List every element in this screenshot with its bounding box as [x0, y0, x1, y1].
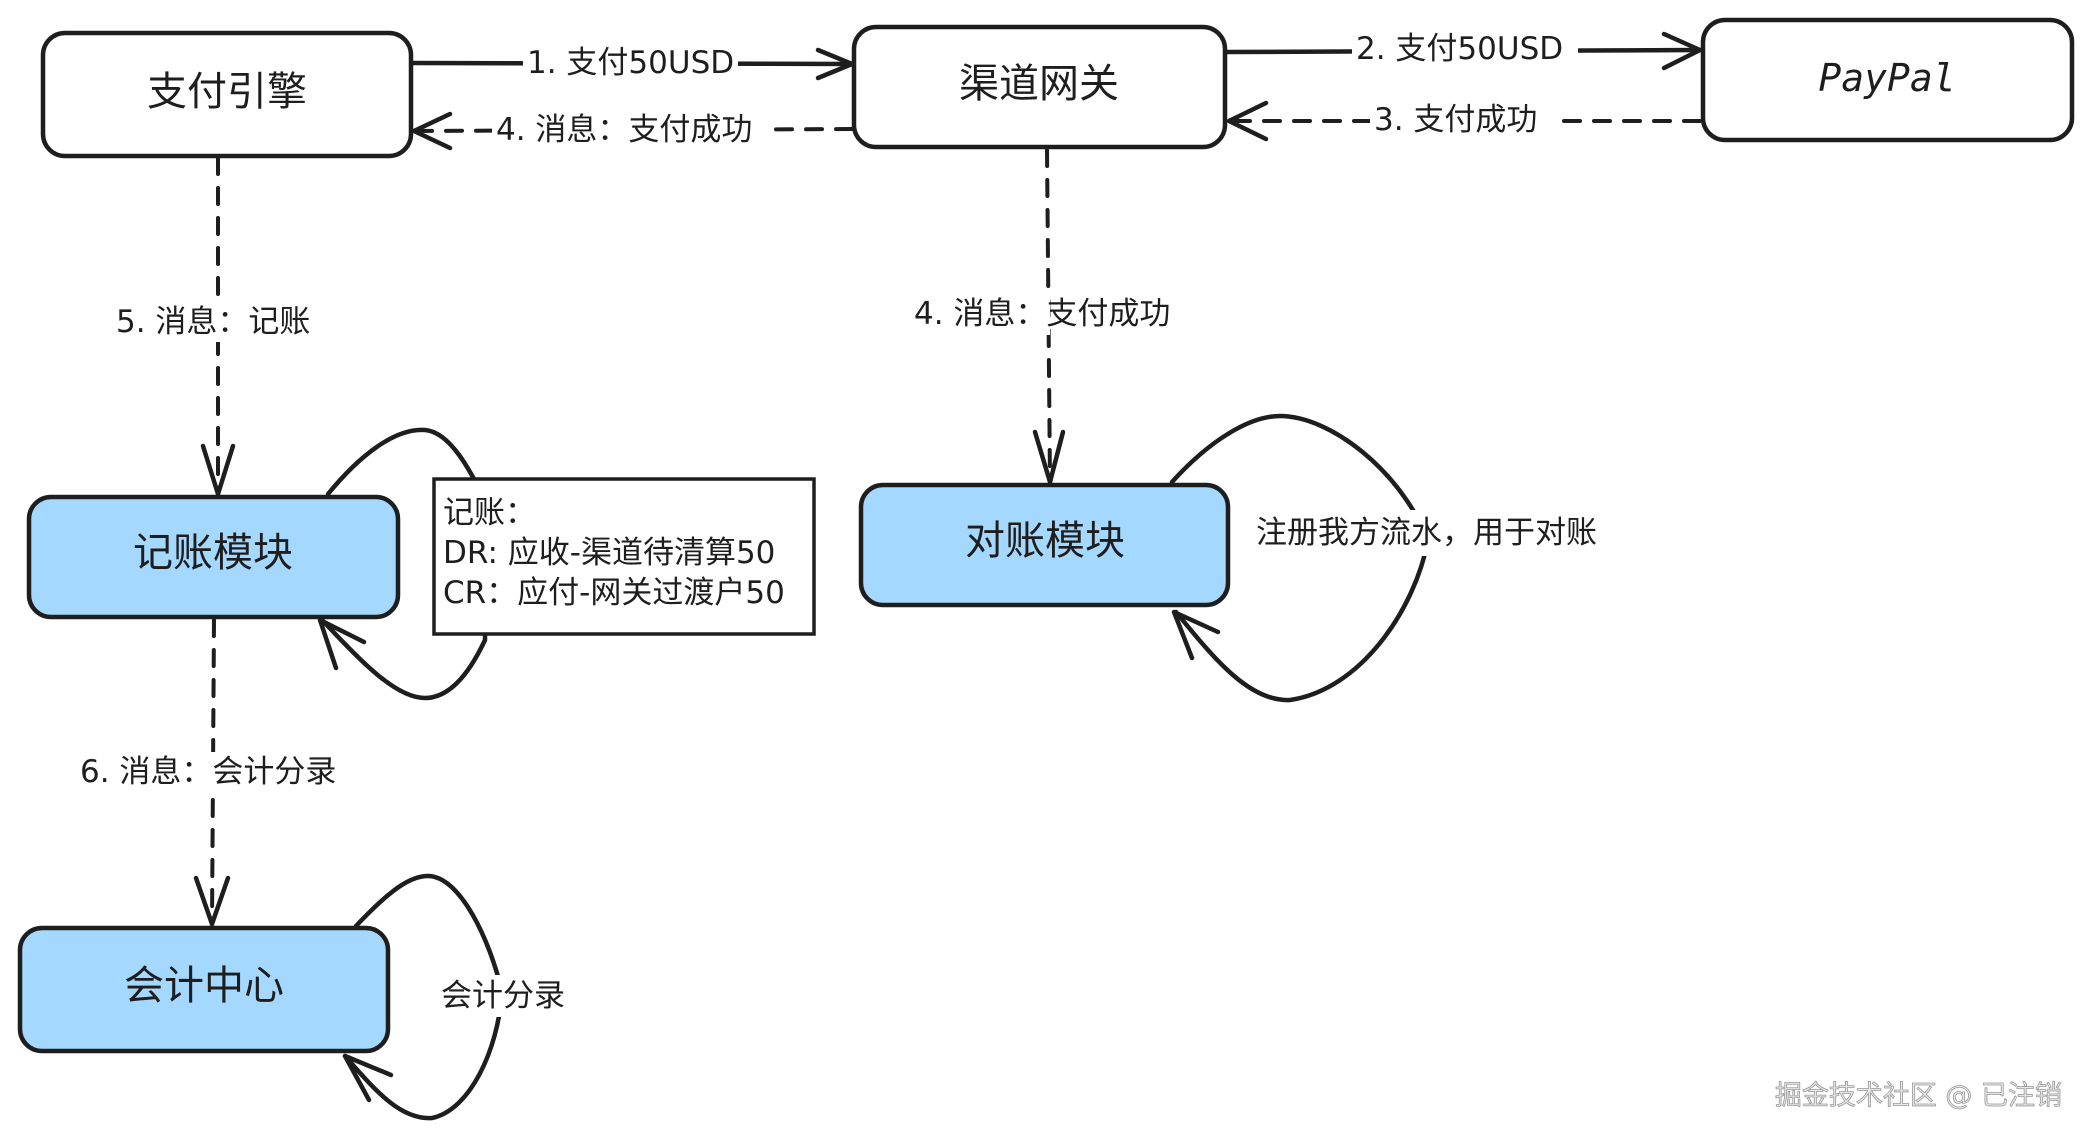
- label-background: [112, 302, 322, 342]
- arrowhead-icon: [193, 875, 231, 927]
- edge-engine-to-accounting: 5. 消息：记账: [112, 156, 322, 497]
- note-line-credit: CR：应付-网关过渡户50: [443, 575, 785, 611]
- journal-entry-note: 记账： DR: 应收-渠道待清算50 CR：应付-网关过渡户50: [432, 477, 816, 636]
- node-box: [1700, 17, 2075, 143]
- arrowhead-icon: [411, 111, 453, 151]
- node-label: 会计中心: [124, 963, 284, 1009]
- label-background: [910, 293, 1050, 335]
- label-background: [523, 44, 738, 84]
- edge-accounting-to-center: 6. 消息：会计分录: [76, 618, 356, 927]
- label-background: [1054, 293, 1190, 335]
- node-box: [17, 925, 391, 1054]
- arrowhead-icon: [1226, 100, 1269, 142]
- label-background: [1352, 30, 1578, 70]
- note-box: [432, 477, 816, 636]
- edge-label: 4. 消息：支付成功: [914, 296, 1170, 332]
- note-line-title: 记账：: [443, 495, 536, 531]
- watermark: 掘金技术社区 @ 已注销: [1775, 1081, 2062, 1112]
- edge-label: 5. 消息：记账: [116, 304, 310, 340]
- edge-center-self-loop: 会计分录: [342, 873, 571, 1121]
- edge-label: 3. 支付成功: [1374, 102, 1537, 138]
- node-channel-gateway[interactable]: 渠道网关: [851, 24, 1228, 150]
- node-paypal[interactable]: PayPal: [1700, 17, 2075, 143]
- node-label: 记账模块: [133, 530, 293, 576]
- node-label: 渠道网关: [959, 61, 1119, 107]
- edge-label: 6. 消息：会计分录: [80, 754, 336, 790]
- note-line-debit: DR: 应收-渠道待清算50: [443, 535, 775, 571]
- edge-gateway-to-engine: 4. 消息：支付成功: [411, 110, 854, 152]
- arrowhead-icon: [342, 1053, 394, 1103]
- node-payment-engine[interactable]: 支付引擎: [40, 30, 414, 159]
- arrowhead-icon: [317, 617, 367, 671]
- label-background: [76, 752, 356, 794]
- node-accounting-center[interactable]: 会计中心: [17, 925, 391, 1054]
- edge-gateway-to-reconciliation: 4. 消息：支付成功: [910, 148, 1190, 485]
- edge-label: 注册我方流水，用于对账: [1256, 515, 1597, 551]
- arrowhead-icon: [1171, 609, 1221, 661]
- node-box: [40, 30, 414, 159]
- label-background: [437, 975, 571, 1017]
- edge-label: 会计分录: [441, 978, 565, 1014]
- label-background: [1252, 510, 1614, 556]
- edge-label: 1. 支付50USD: [527, 45, 734, 81]
- node-label: PayPal: [1818, 56, 1955, 100]
- label-background: [1370, 101, 1556, 141]
- node-accounting-module[interactable]: 记账模块: [26, 494, 401, 620]
- arrowhead-icon: [1661, 31, 1703, 71]
- node-box: [26, 494, 401, 620]
- node-label: 支付引擎: [147, 69, 307, 115]
- node-reconciliation-module[interactable]: 对账模块: [858, 482, 1231, 608]
- node-box: [858, 482, 1231, 608]
- arrowhead-icon: [200, 443, 236, 497]
- arrowhead-icon: [1032, 429, 1066, 485]
- node-box: [851, 24, 1228, 150]
- edge-paypal-to-gateway: 3. 支付成功: [1226, 100, 1702, 142]
- edge-label: 2. 支付50USD: [1356, 31, 1563, 67]
- edge-gateway-to-paypal: 2. 支付50USD: [1224, 30, 1703, 71]
- node-label: 对账模块: [965, 518, 1125, 564]
- edge-label: 4. 消息：支付成功: [496, 112, 752, 148]
- edge-engine-to-gateway: 1. 支付50USD: [409, 44, 855, 84]
- edge-reconciliation-self-loop: 注册我方流水，用于对账: [1169, 413, 1614, 703]
- label-background: [492, 110, 774, 152]
